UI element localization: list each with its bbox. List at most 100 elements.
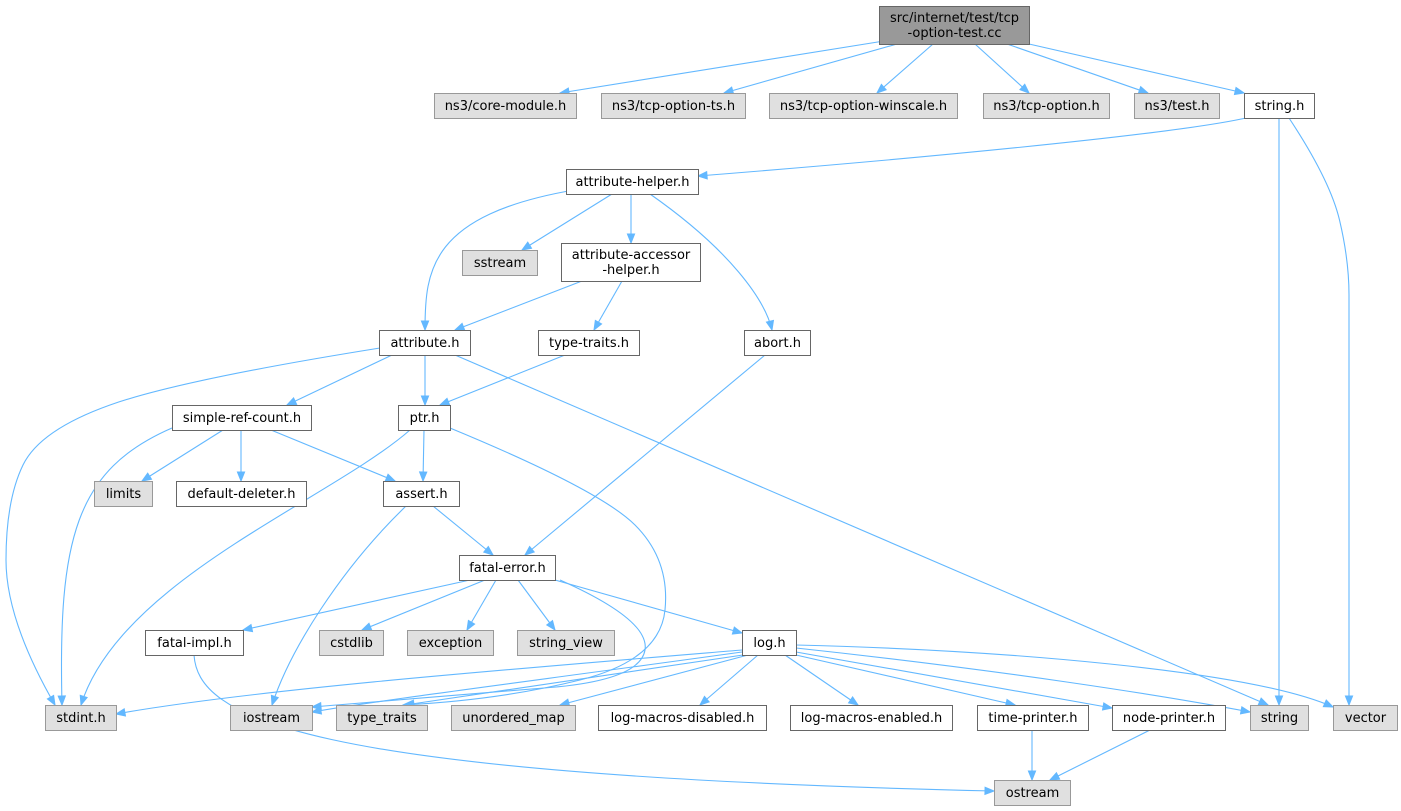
edge-arrowhead [241,623,254,633]
edge-arrowhead [875,83,888,94]
node-label: node-printer.h [1123,711,1215,726]
node-box [517,630,615,656]
edge-log_h-to-type_traits [404,654,744,706]
edge-arrowhead [270,694,280,707]
node-box [45,705,117,731]
edge-fatal_error-to-fatal_impl [242,579,471,631]
edge-arrowhead [1137,85,1150,94]
edge-simple_ref-to-assert_h [270,429,396,482]
node-attribute-h[interactable]: attribute.h [379,330,471,356]
node-box [1250,705,1309,731]
node-label: limits [106,487,142,502]
node-box [462,250,538,276]
edge-attribute_h-to-stdint_h [5,347,381,706]
edge-arrowhead [384,473,397,482]
node-label: log-macros-disabled.h [611,711,755,726]
node-default-deleter[interactable]: default-deleter.h [176,481,307,507]
edge-fatal_error-to-string_view [517,579,556,631]
node-root[interactable]: src/internet/test/tcp-option-test.cc [879,6,1030,45]
node-simple-ref[interactable]: simple-ref-count.h [172,405,312,431]
edge-arrowhead [360,622,373,631]
node-label: attribute-helper.h [575,175,689,190]
node-exception: exception [407,630,494,656]
node-iostream: iostream [230,705,313,731]
node-label: src/internet/test/tcp [890,11,1019,26]
edge-fatal_error-to-exception [466,579,497,631]
edge-arrowhead [1344,695,1354,707]
edge-node_printer-to-ostream [1049,729,1151,781]
nodes-layer: src/internet/test/tcp-option-test.cc ns3/… [45,6,1398,806]
node-limits: limits [94,481,153,507]
edge-log_h-to-string [795,647,1251,713]
edge-root-to-tcp_option_winscale [876,43,934,94]
node-attr-accessor[interactable]: attribute-accessor-helper.h [561,243,701,282]
edge-root-to-tcp_option [974,43,1030,94]
node-type-traits-h[interactable]: type-traits.h [538,330,640,356]
node-string-h[interactable]: string.h [1244,93,1315,119]
node-label: ns3/tcp-option-winscale.h [780,99,947,114]
edge-attribute_h-to-simple_ref [286,354,393,406]
edge-attribute_h-to-string [454,354,1269,706]
edge-arrowhead [453,322,466,331]
edge-simple_ref-to-stdint_h [60,427,173,706]
node-fatal-error[interactable]: fatal-error.h [459,555,556,581]
edge-arrowhead [1019,83,1030,94]
node-time-printer[interactable]: time-printer.h [977,705,1089,731]
node-ostream: ostream [994,780,1071,806]
edge-attribute_helper-to-abort_h [649,193,773,331]
node-unordered-map: unordered_map [451,705,576,731]
node-vector: vector [1333,705,1398,731]
edge-abort_h-to-fatal_error [524,354,766,556]
edge-arrowhead [523,545,536,556]
node-attribute-helper[interactable]: attribute-helper.h [566,169,699,195]
node-abort-h[interactable]: abort.h [744,330,811,356]
node-label: type_traits [347,711,417,726]
node-box [538,330,640,356]
node-box [598,705,767,731]
edge-arrowhead [79,694,88,707]
edge-arrowhead [285,396,298,406]
node-label: attribute.h [390,336,459,351]
node-label: fatal-error.h [469,561,546,576]
edge-arrowhead [46,694,56,707]
edge-string_h-to-attribute_helper [697,117,1247,177]
node-log-h[interactable]: log.h [742,630,797,656]
node-label: ptr.h [410,411,440,426]
node-ptr-h[interactable]: ptr.h [398,405,451,431]
edge-arrowhead [984,786,996,796]
node-log-macros-enabled[interactable]: log-macros-enabled.h [790,705,953,731]
node-assert-h[interactable]: assert.h [383,481,460,507]
edge-log_h-to-unordered_map [559,654,749,706]
node-box [601,93,746,119]
node-box [319,630,384,656]
node-box [407,630,494,656]
edge-fatal_error-to-log_h [554,579,743,634]
node-stdint-h: stdint.h [45,705,117,731]
edge-arrowhead [420,395,430,407]
node-box [1134,93,1220,119]
node-fatal-impl[interactable]: fatal-impl.h [145,630,244,656]
node-tcp-option: ns3/tcp-option.h [983,93,1110,119]
node-box [336,705,428,731]
node-box [434,93,577,119]
node-label: -option-test.cc [907,26,1001,41]
edge-root-to-core_module [559,40,885,94]
node-label: simple-ref-count.h [183,411,301,426]
edge-arrowhead [545,619,556,632]
node-log-macros-disabled[interactable]: log-macros-disabled.h [598,705,767,731]
edge-arrowhead [847,696,860,706]
node-label: cstdlib [330,636,373,651]
node-node-printer[interactable]: node-printer.h [1112,705,1226,731]
edge-attribute_helper-to-sstream [521,193,613,251]
node-label: ns3/test.h [1145,99,1210,114]
edge-fatal_error-to-cstdlib [361,579,486,631]
node-box [145,630,244,656]
node-type-traits: type_traits [336,705,428,731]
node-box [172,405,312,431]
edge-log_h-to-time_printer [795,654,1016,706]
node-box [879,6,1030,45]
node-box [398,405,451,431]
node-box [451,705,576,731]
node-box [994,780,1071,806]
edge-ptr_h-to-type_traits [402,427,667,706]
